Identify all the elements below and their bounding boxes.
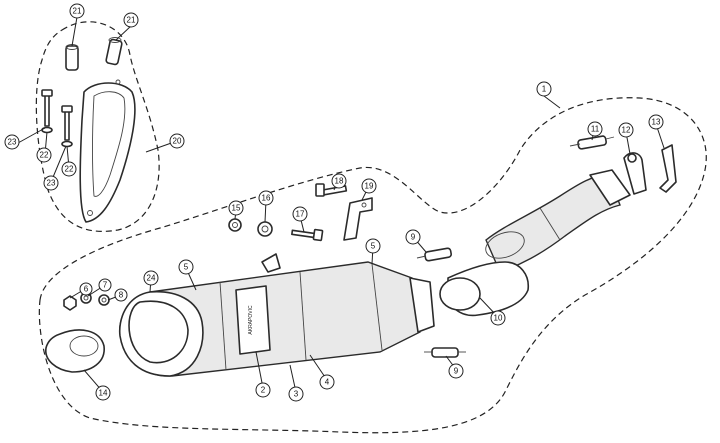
- callout-10-label: 10: [494, 314, 503, 323]
- bolt-17: [291, 228, 324, 242]
- bolt-upper: [41, 89, 53, 134]
- callout-14-label: 14: [99, 389, 108, 398]
- callout-1: 1: [536, 81, 552, 97]
- callout-24-label: 24: [147, 274, 156, 283]
- callout-11: 11: [587, 121, 603, 137]
- callout-22-lower-label: 22: [65, 165, 74, 174]
- bolt-lower: [61, 105, 73, 148]
- spring-upper-right: [569, 135, 615, 150]
- callout-6-label: 6: [84, 285, 89, 294]
- callout-16-label: 16: [262, 194, 271, 203]
- callout-13-label: 13: [652, 118, 661, 127]
- callout-18-label: 18: [335, 177, 344, 186]
- rubber-grommet-left: [65, 44, 79, 71]
- callout-23-lower: 23: [43, 175, 59, 191]
- callout-18: 18: [331, 173, 347, 189]
- callout-22-upper-label: 22: [40, 151, 49, 160]
- callout-2: 2: [255, 382, 271, 398]
- callout-13: 13: [648, 114, 664, 130]
- nut-6: [63, 295, 77, 311]
- callout-5-left-label: 5: [184, 263, 189, 272]
- callout-7-label: 7: [103, 281, 108, 290]
- callout-10: 10: [490, 310, 506, 326]
- callout-4-label: 4: [325, 378, 330, 387]
- main-assembly-group-outline: [38, 97, 707, 434]
- callout-5-right: 5: [365, 238, 381, 254]
- washer-15: [228, 218, 242, 232]
- spring-middle: [416, 247, 452, 262]
- callout-20: 20: [169, 133, 185, 149]
- callout-9-middle-label: 9: [411, 233, 416, 242]
- callout-19: 19: [361, 178, 377, 194]
- callout-8: 8: [114, 288, 128, 302]
- callout-23-lower-label: 23: [47, 179, 56, 188]
- callout-20-label: 20: [173, 137, 182, 146]
- callout-22-lower: 22: [61, 161, 77, 177]
- end-cap: [45, 329, 105, 373]
- callout-24: 24: [143, 270, 159, 286]
- bracket-group-outline: [35, 21, 160, 232]
- callout-22-upper: 22: [36, 147, 52, 163]
- callout-9-middle: 9: [405, 229, 421, 245]
- callout-6: 6: [79, 282, 93, 296]
- callout-21-right-label: 21: [127, 16, 136, 25]
- callout-9-lower-label: 9: [454, 367, 459, 376]
- callout-1-label: 1: [542, 85, 547, 94]
- callout-19-label: 19: [365, 182, 374, 191]
- callout-2-label: 2: [261, 386, 266, 395]
- callout-14: 14: [95, 385, 111, 401]
- callout-21-right: 21: [123, 12, 139, 28]
- link-pipe: [439, 169, 631, 317]
- callout-16: 16: [258, 190, 274, 206]
- bolt-18: [315, 183, 348, 197]
- callout-3: 3: [288, 386, 304, 402]
- callout-11-label: 11: [591, 125, 600, 134]
- callout-8-label: 8: [119, 291, 124, 300]
- brand-badge-text: AKRAPOVIC: [248, 305, 254, 335]
- clamp: [623, 152, 647, 195]
- callout-21-left: 21: [69, 3, 85, 19]
- hanger-hook: [659, 144, 677, 193]
- callout-12: 12: [618, 122, 634, 138]
- silencer: AKRAPOVIC: [118, 253, 435, 377]
- callout-15: 15: [228, 200, 244, 216]
- callout-17-label: 17: [296, 210, 305, 219]
- callout-5-right-label: 5: [371, 242, 376, 251]
- rubber-grommet-right: [105, 37, 123, 66]
- bracket-19: [343, 197, 373, 241]
- washer-8: [98, 294, 110, 306]
- callout-5-left: 5: [178, 259, 194, 275]
- callout-23-upper: 23: [4, 134, 20, 150]
- washer-16: [257, 221, 273, 237]
- callout-23-upper-label: 23: [8, 138, 17, 147]
- callout-21-left-label: 21: [73, 7, 82, 16]
- spring-lower: [424, 347, 466, 358]
- callout-12-label: 12: [622, 126, 631, 135]
- callout-3-label: 3: [294, 390, 299, 399]
- callout-15-label: 15: [232, 204, 241, 213]
- callout-17: 17: [292, 206, 308, 222]
- heat-shield-bracket: [79, 79, 136, 223]
- callout-9-lower: 9: [448, 363, 464, 379]
- callout-4: 4: [319, 374, 335, 390]
- callout-7: 7: [98, 278, 112, 292]
